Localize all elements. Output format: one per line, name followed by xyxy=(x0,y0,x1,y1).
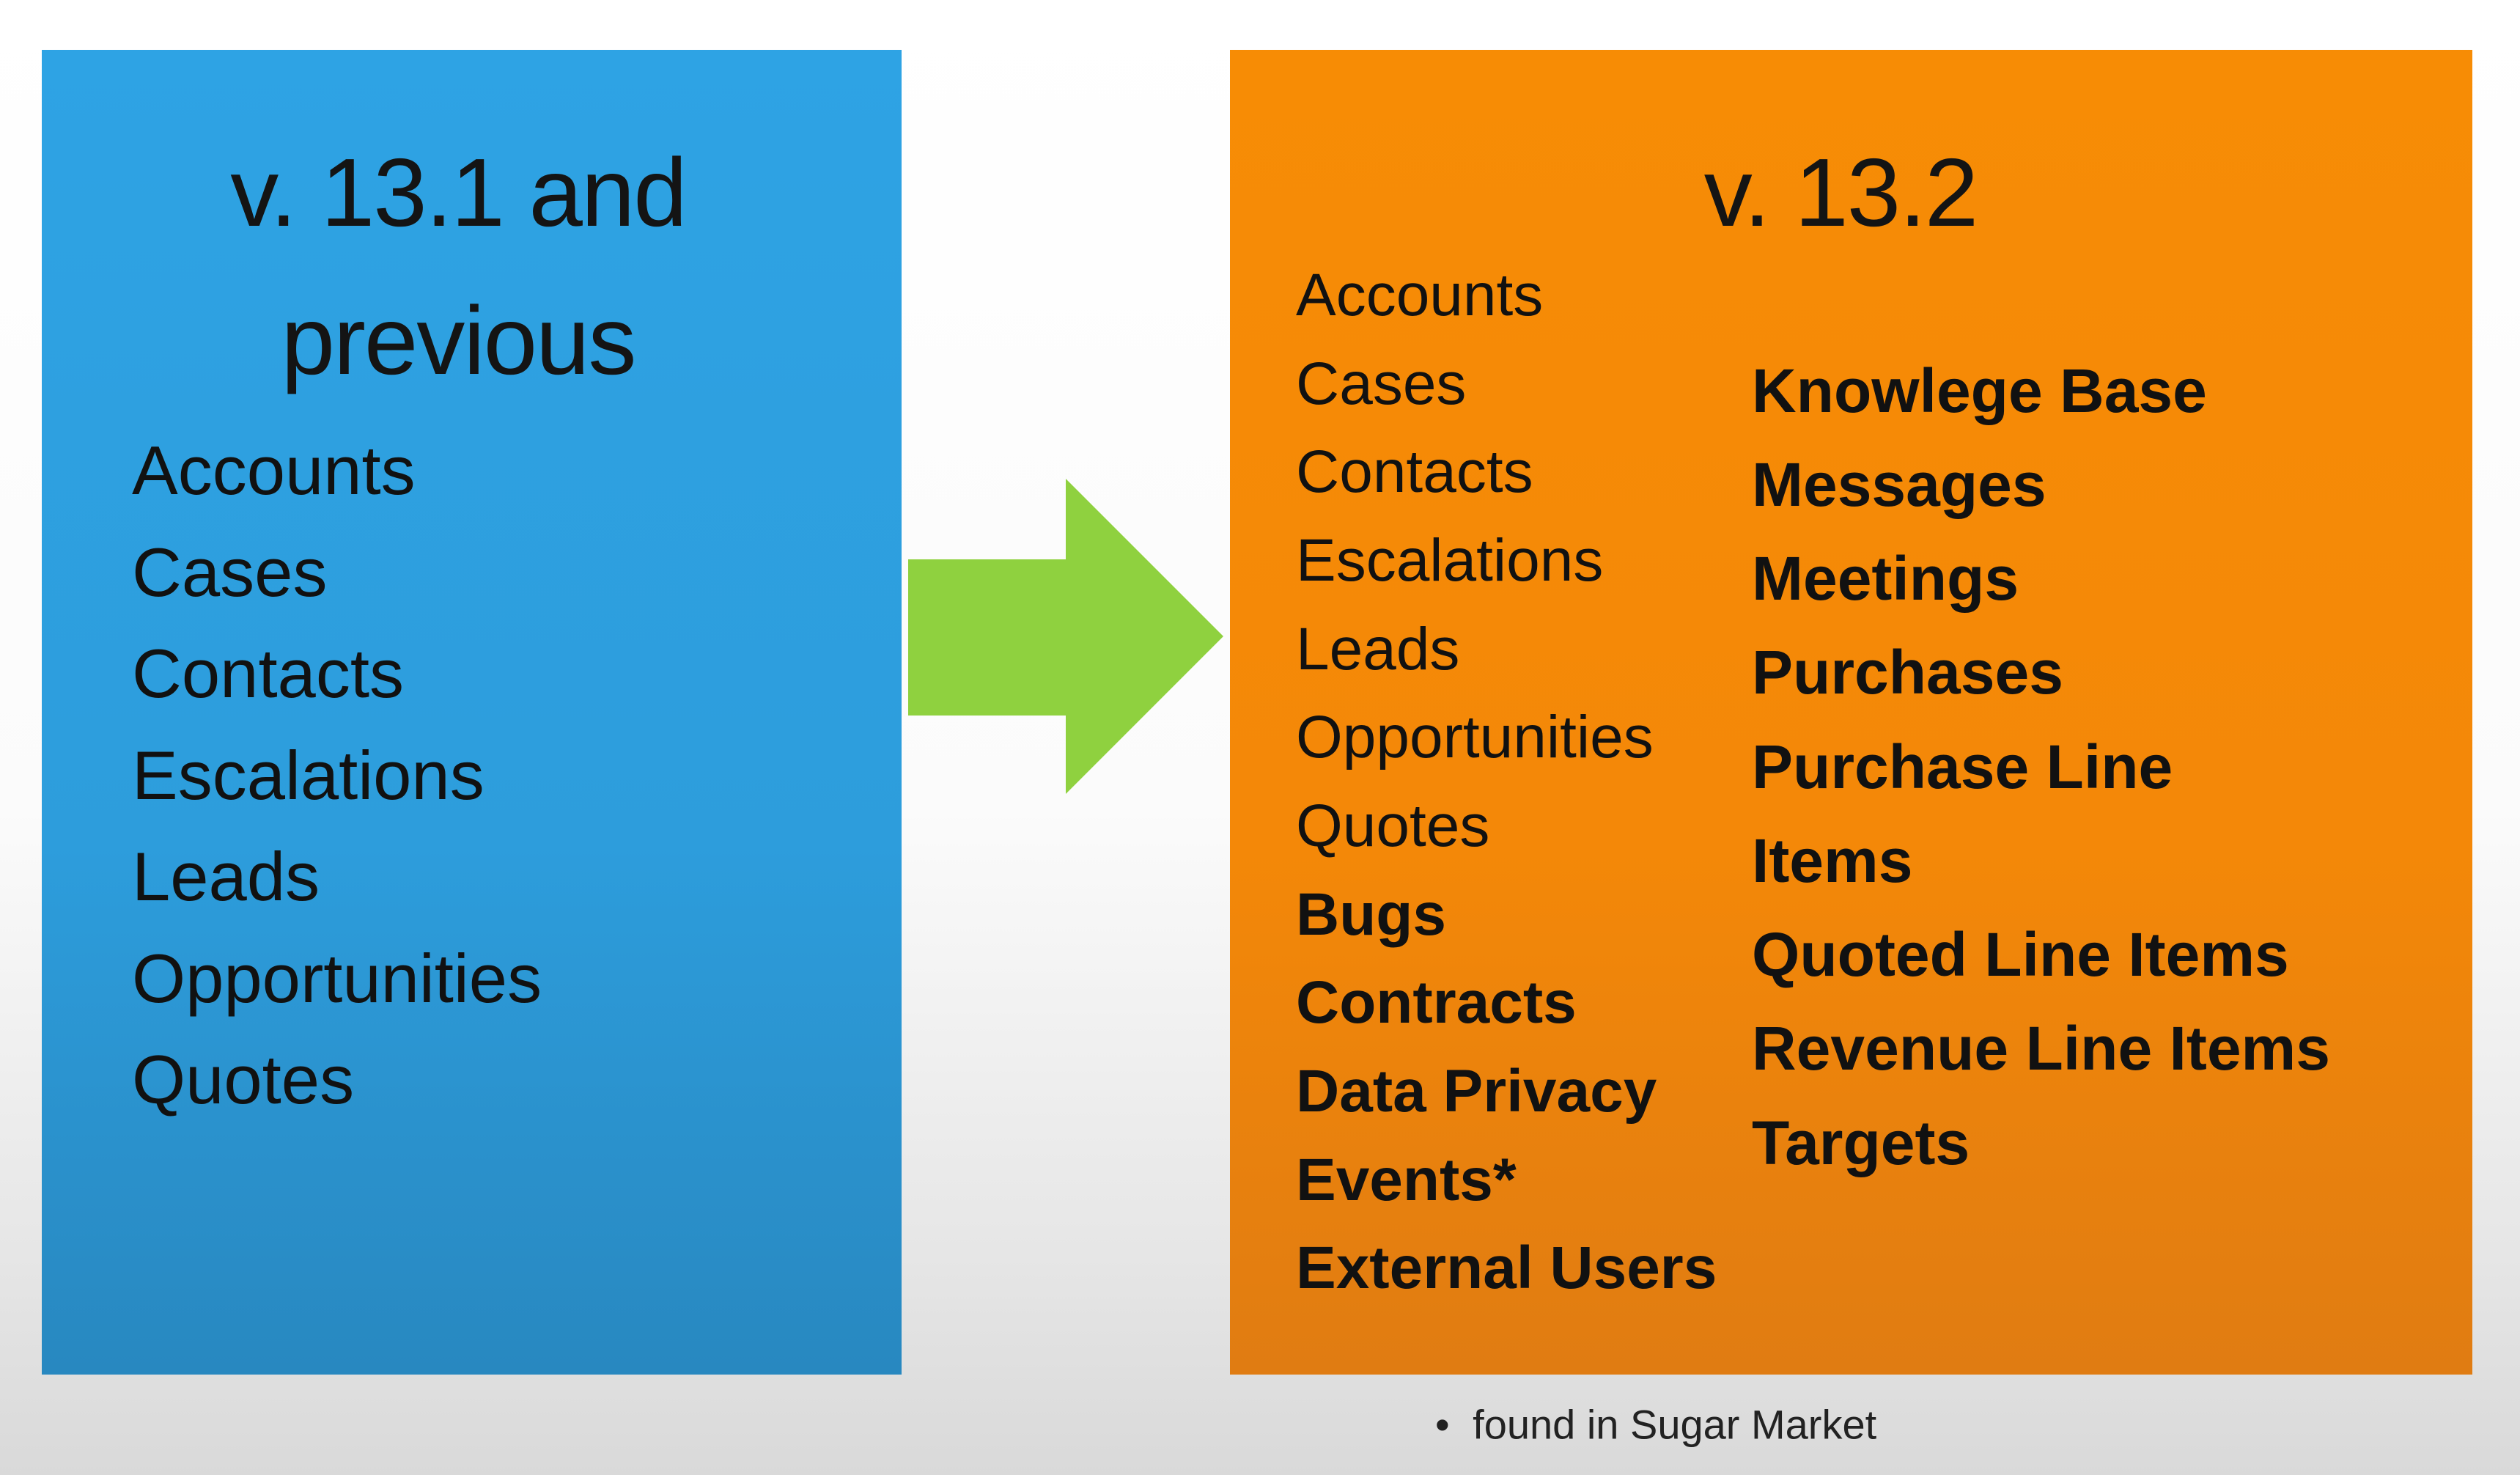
new-version-panel: v. 13.2 Accounts Cases Contacts Escalati… xyxy=(1230,50,2472,1375)
new-module-item: Events* xyxy=(1296,1147,1517,1213)
module-item: Accounts xyxy=(132,432,416,509)
module-item: Contacts xyxy=(132,635,404,712)
new-module-item: Items xyxy=(1752,826,1913,895)
panel-title-line2: previous xyxy=(281,287,637,394)
module-item: Escalations xyxy=(132,737,485,814)
new-module-item: Data Privacy xyxy=(1296,1058,1657,1125)
module-item: Leads xyxy=(1296,616,1460,683)
footnote: • found in Sugar Market xyxy=(1435,1401,1876,1449)
bullet: • xyxy=(1435,1401,1450,1448)
new-module-item: Revenue Line Items xyxy=(1752,1014,2330,1083)
footnote-text: found in Sugar Market xyxy=(1473,1401,1877,1448)
new-module-item: Purchases xyxy=(1752,638,2063,707)
module-item: Opportunities xyxy=(1296,704,1654,770)
panel-title: v. 13.2 xyxy=(1703,139,1978,246)
module-item: Cases xyxy=(1296,350,1467,417)
new-module-item: Purchase Line xyxy=(1752,732,2173,801)
module-item: Quotes xyxy=(132,1041,355,1118)
panel-title-line1: v. 13.1 and xyxy=(230,139,687,246)
new-module-item: Contracts xyxy=(1296,969,1577,1036)
new-module-item: External Users xyxy=(1296,1235,1717,1301)
new-module-item: Targets xyxy=(1752,1108,1970,1177)
new-module-item: Bugs xyxy=(1296,881,1446,948)
new-module-item: Quoted Line Items xyxy=(1752,920,2289,989)
new-module-item: Knowlege Base xyxy=(1752,356,2207,425)
previous-version-panel: v. 13.1 and previous Accounts Cases Cont… xyxy=(42,50,902,1375)
module-item: Contacts xyxy=(1296,438,1533,505)
right-arrow-icon xyxy=(908,479,1223,794)
new-module-item: Meetings xyxy=(1752,544,2019,613)
module-item: Accounts xyxy=(1296,262,1544,328)
module-item: Opportunities xyxy=(132,940,542,1017)
module-item: Quotes xyxy=(1296,792,1490,859)
new-module-item: Messages xyxy=(1752,450,2046,519)
module-item: Escalations xyxy=(1296,527,1604,594)
module-item: Leads xyxy=(132,838,320,915)
module-item: Cases xyxy=(132,534,328,611)
